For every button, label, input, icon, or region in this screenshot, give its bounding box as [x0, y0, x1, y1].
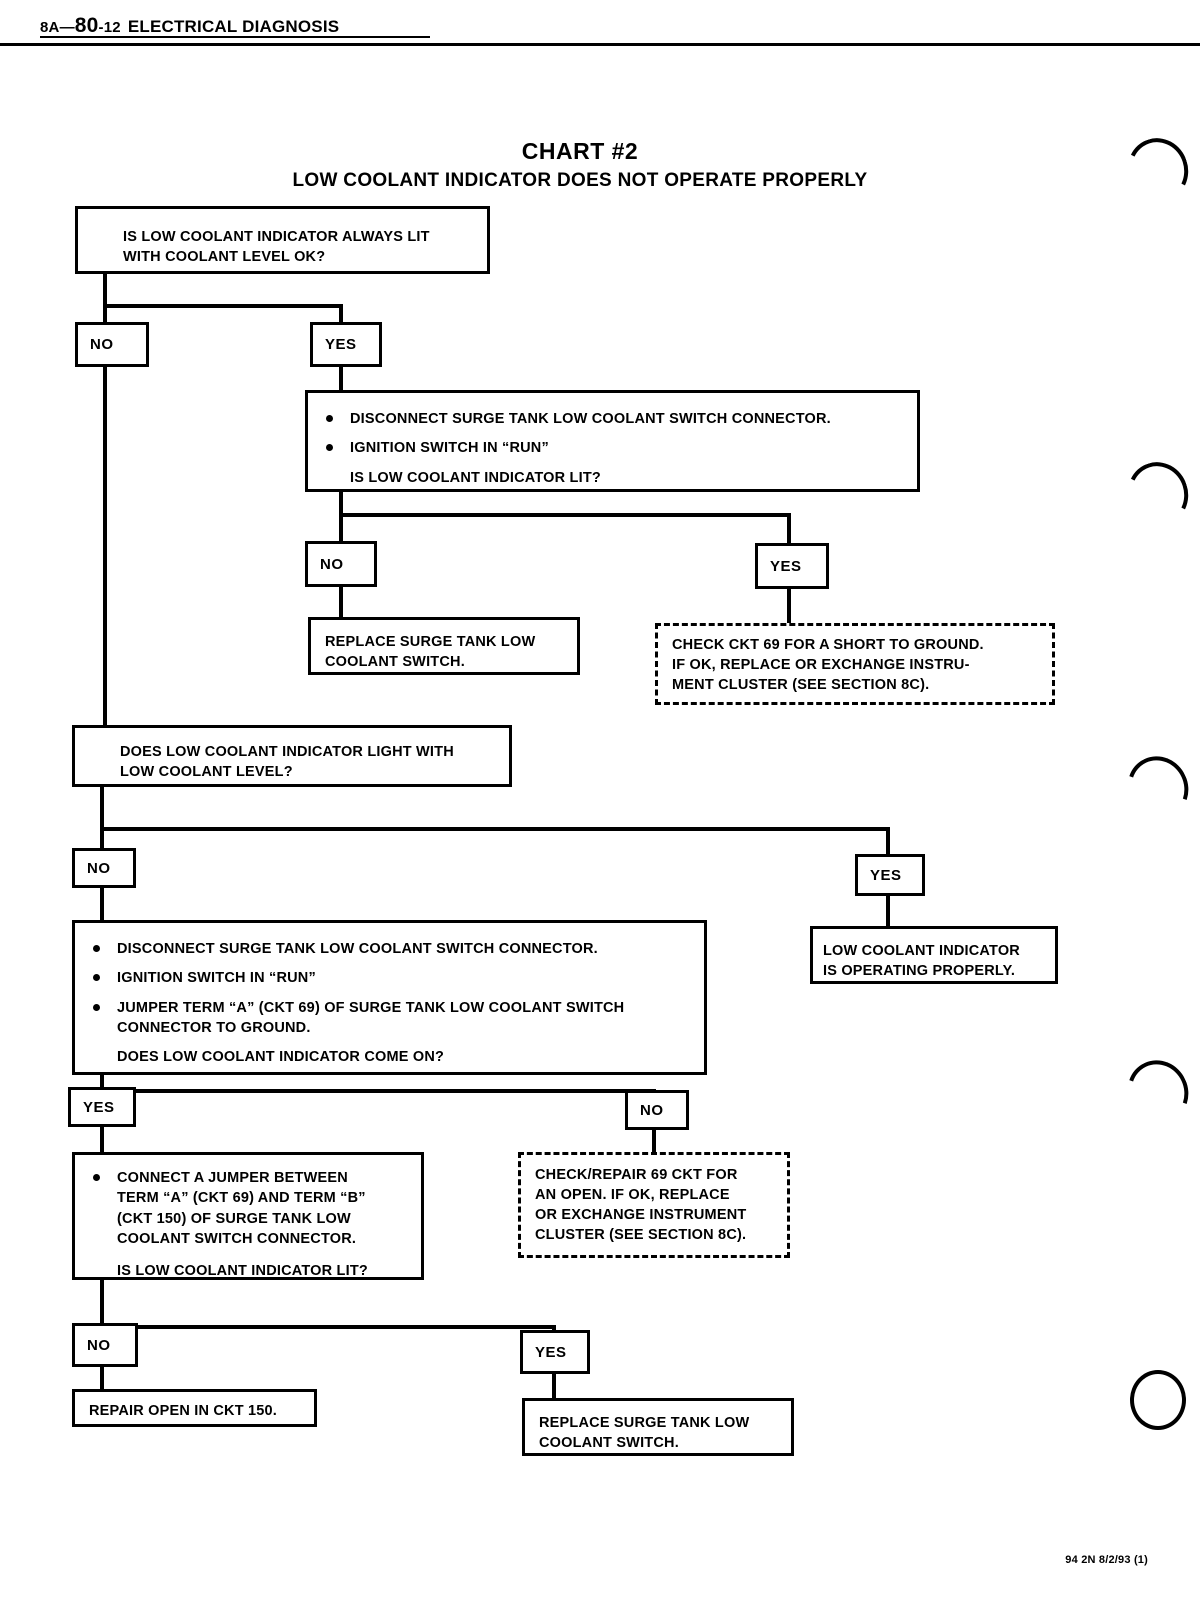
- connector-a1-stem: [339, 492, 343, 516]
- result-box-5: REPAIR OPEN IN CKT 150.: [72, 1389, 317, 1427]
- branch-yes-3-label: YES: [870, 866, 902, 884]
- branch-yes-1-label: YES: [325, 336, 357, 353]
- connector-yes2-down: [787, 589, 791, 625]
- branch-yes-5-label: YES: [535, 1343, 567, 1361]
- branch-yes-3[interactable]: YES: [855, 854, 925, 896]
- result-box-1: REPLACE SURGE TANK LOW COOLANT SWITCH.: [308, 617, 580, 675]
- connector-a1-to-yes: [787, 513, 791, 543]
- chart-title: CHART #2: [521, 138, 639, 164]
- action-3-question: IS LOW COOLANT INDICATOR LIT?: [117, 1263, 368, 1280]
- binder-hole-4: [1117, 1050, 1199, 1134]
- result-box-4: CHECK/REPAIR 69 CKT FOR AN OPEN. IF OK, …: [518, 1152, 790, 1258]
- result-box-3: LOW COOLANT INDICATOR IS OPERATING PROPE…: [810, 926, 1058, 984]
- action-box-2-list: DISCONNECT SURGE TANK LOW COOLANT SWITCH…: [75, 939, 704, 1067]
- connector-q2-to-no: [100, 827, 104, 851]
- header-section-a: 8A: [40, 19, 60, 36]
- branch-no-4-label: NO: [640, 1101, 664, 1119]
- connector-q2-stem: [100, 787, 104, 829]
- action-2-bullet-3: JUMPER TERM “A” (CKT 69) OF SURGE TANK L…: [75, 998, 704, 1039]
- connector-yes3-down: [886, 896, 890, 928]
- result-5-text: REPAIR OPEN IN CKT 150.: [89, 1403, 278, 1419]
- binder-hole-2: [1119, 454, 1197, 534]
- question-1-text: IS LOW COOLANT INDICATOR ALWAYS LIT WITH…: [123, 229, 430, 265]
- result-2-text: CHECK CKT 69 FOR A SHORT TO GROUND. IF O…: [672, 637, 984, 693]
- connector-no3-down: [100, 888, 104, 922]
- action-2-bullet-1: DISCONNECT SURGE TANK LOW COOLANT SWITCH…: [75, 939, 704, 959]
- branch-yes-2[interactable]: YES: [755, 543, 829, 589]
- header-title: ELECTRICAL DIAGNOSIS: [127, 17, 340, 36]
- branch-no-5[interactable]: NO: [72, 1323, 138, 1367]
- connector-q2-split: [100, 827, 890, 831]
- action-1-bullet-1: DISCONNECT SURGE TANK LOW COOLANT SWITCH…: [308, 409, 917, 429]
- branch-no-1-label: NO: [90, 336, 114, 353]
- result-4-text: CHECK/REPAIR 69 CKT FOR AN OPEN. IF OK, …: [535, 1167, 747, 1243]
- action-box-2: DISCONNECT SURGE TANK LOW COOLANT SWITCH…: [72, 920, 707, 1075]
- header-section-sub: -12: [98, 19, 121, 36]
- connector-q1-stem: [103, 274, 107, 308]
- connector-q2-to-yes: [886, 827, 890, 855]
- action-1-bullet-2: IGNITION SWITCH IN “RUN”: [308, 438, 917, 458]
- footer-code: 94 2N 8/2/93 (1): [1065, 1554, 1148, 1566]
- result-1-text: REPLACE SURGE TANK LOW COOLANT SWITCH.: [325, 634, 536, 670]
- question-2-text: DOES LOW COOLANT INDICATOR LIGHT WITH LO…: [120, 744, 454, 780]
- action-1-question: IS LOW COOLANT INDICATOR LIT?: [350, 469, 601, 486]
- connector-no5-down: [100, 1367, 104, 1391]
- action-2-question: DOES LOW COOLANT INDICATOR COME ON?: [117, 1049, 445, 1066]
- connector-yes1-down: [339, 367, 343, 392]
- branch-yes-2-label: YES: [770, 557, 802, 575]
- connector-q1-split: [103, 304, 343, 308]
- connector-a2-stem: [100, 1075, 104, 1093]
- branch-no-1[interactable]: NO: [75, 322, 149, 367]
- connector-a1-split: [339, 513, 791, 517]
- question-box-1: IS LOW COOLANT INDICATOR ALWAYS LIT WITH…: [75, 206, 490, 274]
- result-3-text: LOW COOLANT INDICATOR IS OPERATING PROPE…: [823, 943, 1020, 979]
- connector-no2-down: [339, 587, 343, 619]
- question-box-2: DOES LOW COOLANT INDICATOR LIGHT WITH LO…: [72, 725, 512, 787]
- connector-a3-split: [100, 1325, 556, 1329]
- result-box-6: REPLACE SURGE TANK LOW COOLANT SWITCH.: [522, 1398, 794, 1456]
- branch-no-2-label: NO: [320, 555, 344, 573]
- connector-a2-split: [100, 1089, 656, 1093]
- header-section-number: 80: [74, 14, 99, 37]
- branch-yes-4-label: YES: [83, 1098, 115, 1116]
- connector-q1-to-no: [103, 304, 107, 324]
- branch-no-2[interactable]: NO: [305, 541, 377, 587]
- action-box-3-list: CONNECT A JUMPER BETWEEN TERM “A” (CKT 6…: [75, 1168, 421, 1281]
- connector-a3-stem: [100, 1280, 104, 1308]
- branch-yes-1[interactable]: YES: [310, 322, 382, 367]
- action-3-bullet-1: CONNECT A JUMPER BETWEEN TERM “A” (CKT 6…: [75, 1168, 421, 1249]
- action-box-1: DISCONNECT SURGE TANK LOW COOLANT SWITCH…: [305, 390, 920, 492]
- result-box-2: CHECK CKT 69 FOR A SHORT TO GROUND. IF O…: [655, 623, 1055, 705]
- header-rule: [0, 43, 1200, 46]
- action-box-1-list: DISCONNECT SURGE TANK LOW COOLANT SWITCH…: [308, 409, 917, 488]
- action-box-3: CONNECT A JUMPER BETWEEN TERM “A” (CKT 6…: [72, 1152, 424, 1280]
- action-2-bullet-2: IGNITION SWITCH IN “RUN”: [75, 968, 704, 988]
- branch-no-3-label: NO: [87, 859, 111, 877]
- connector-q1-to-yes: [339, 304, 343, 324]
- branch-yes-4[interactable]: YES: [68, 1087, 136, 1127]
- connector-yes4-down: [100, 1127, 104, 1155]
- connector-yes5-down: [552, 1374, 556, 1400]
- branch-no-3[interactable]: NO: [72, 848, 136, 888]
- connector-no4-down: [652, 1130, 656, 1154]
- branch-no-5-label: NO: [87, 1336, 111, 1354]
- page-header: 8A—80-12 ELECTRICAL DIAGNOSIS: [40, 14, 339, 38]
- connector-a3-to-no: [100, 1305, 104, 1325]
- result-6-text: REPLACE SURGE TANK LOW COOLANT SWITCH.: [539, 1415, 750, 1451]
- chart-subtitle: LOW COOLANT INDICATOR DOES NOT OPERATE P…: [292, 170, 868, 191]
- branch-yes-5[interactable]: YES: [520, 1330, 590, 1374]
- branch-no-4[interactable]: NO: [625, 1090, 689, 1130]
- connector-a1-to-no: [339, 513, 343, 543]
- binder-hole-3: [1117, 746, 1199, 830]
- connector-no1-down: [103, 367, 107, 725]
- header-dash: —: [59, 19, 75, 36]
- binder-hole-5: [1130, 1370, 1186, 1430]
- header-underline: [40, 36, 430, 38]
